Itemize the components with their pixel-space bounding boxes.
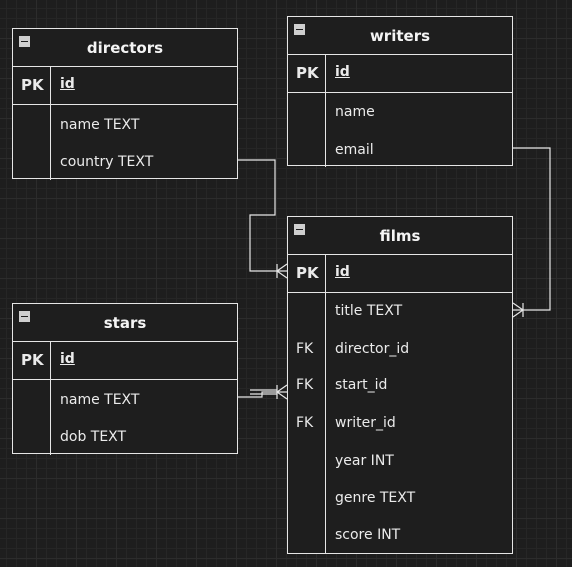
table-films[interactable]: films PK id title TEXT FK director_id FK… [287,216,513,554]
table-row-pk: PK id [288,255,512,293]
field-name: director_id [335,341,410,357]
crows-foot-icon [276,263,288,279]
fk-label: FK [296,377,314,393]
pk-label: PK [21,76,44,94]
table-row-pk: PK id [13,67,237,105]
table-row-pk: PK id [13,342,237,380]
table-title: directors [86,38,164,57]
field-name: country TEXT [60,154,154,170]
mandatory-one-icon [250,389,277,395]
pk-label: PK [21,351,44,369]
field-name: name [335,104,375,120]
field-name: title TEXT [335,303,403,319]
table-body: name TEXT dob TEXT [13,380,237,455]
table-directors[interactable]: directors PK id name TEXT country TEXT [12,28,238,180]
fk-label: FK [296,415,314,431]
relation-writers-films [513,147,551,311]
crows-foot-icon [512,302,524,318]
fk-label: FK [296,341,314,357]
field-name: id [335,264,350,280]
field-name: email [335,142,374,158]
table-header: directors [13,29,237,67]
collapse-icon[interactable] [19,311,30,322]
field-name: start_id [335,377,388,393]
field-name: id [60,351,75,367]
field-name: genre TEXT [335,490,416,506]
table-title: writers [369,26,431,45]
collapse-icon[interactable] [19,36,30,47]
field-name: name TEXT [60,117,140,133]
field-name: writer_id [335,415,396,431]
pk-label: PK [296,64,319,82]
field-name: score INT [335,527,401,543]
table-header: stars [13,304,237,342]
table-body: title TEXT FK director_id FK start_id FK… [288,293,512,554]
table-title: stars [103,313,147,332]
table-writers[interactable]: writers PK id name email [287,16,513,167]
table-header: writers [288,17,512,55]
table-body: name TEXT country TEXT [13,105,237,180]
crows-foot-icon [276,384,288,400]
field-name: dob TEXT [60,429,127,445]
collapse-icon[interactable] [294,224,305,235]
table-row-pk: PK id [288,55,512,93]
pk-label: PK [296,264,319,282]
collapse-icon[interactable] [294,24,305,35]
relation-directors-films [238,159,287,272]
field-name: name TEXT [60,392,140,408]
table-title: films [379,226,421,245]
field-name: year INT [335,453,394,469]
table-stars[interactable]: stars PK id name TEXT dob TEXT [12,303,238,455]
field-name: id [335,64,350,80]
table-header: films [288,217,512,255]
table-body: name email [288,93,512,167]
field-name: id [60,76,75,92]
